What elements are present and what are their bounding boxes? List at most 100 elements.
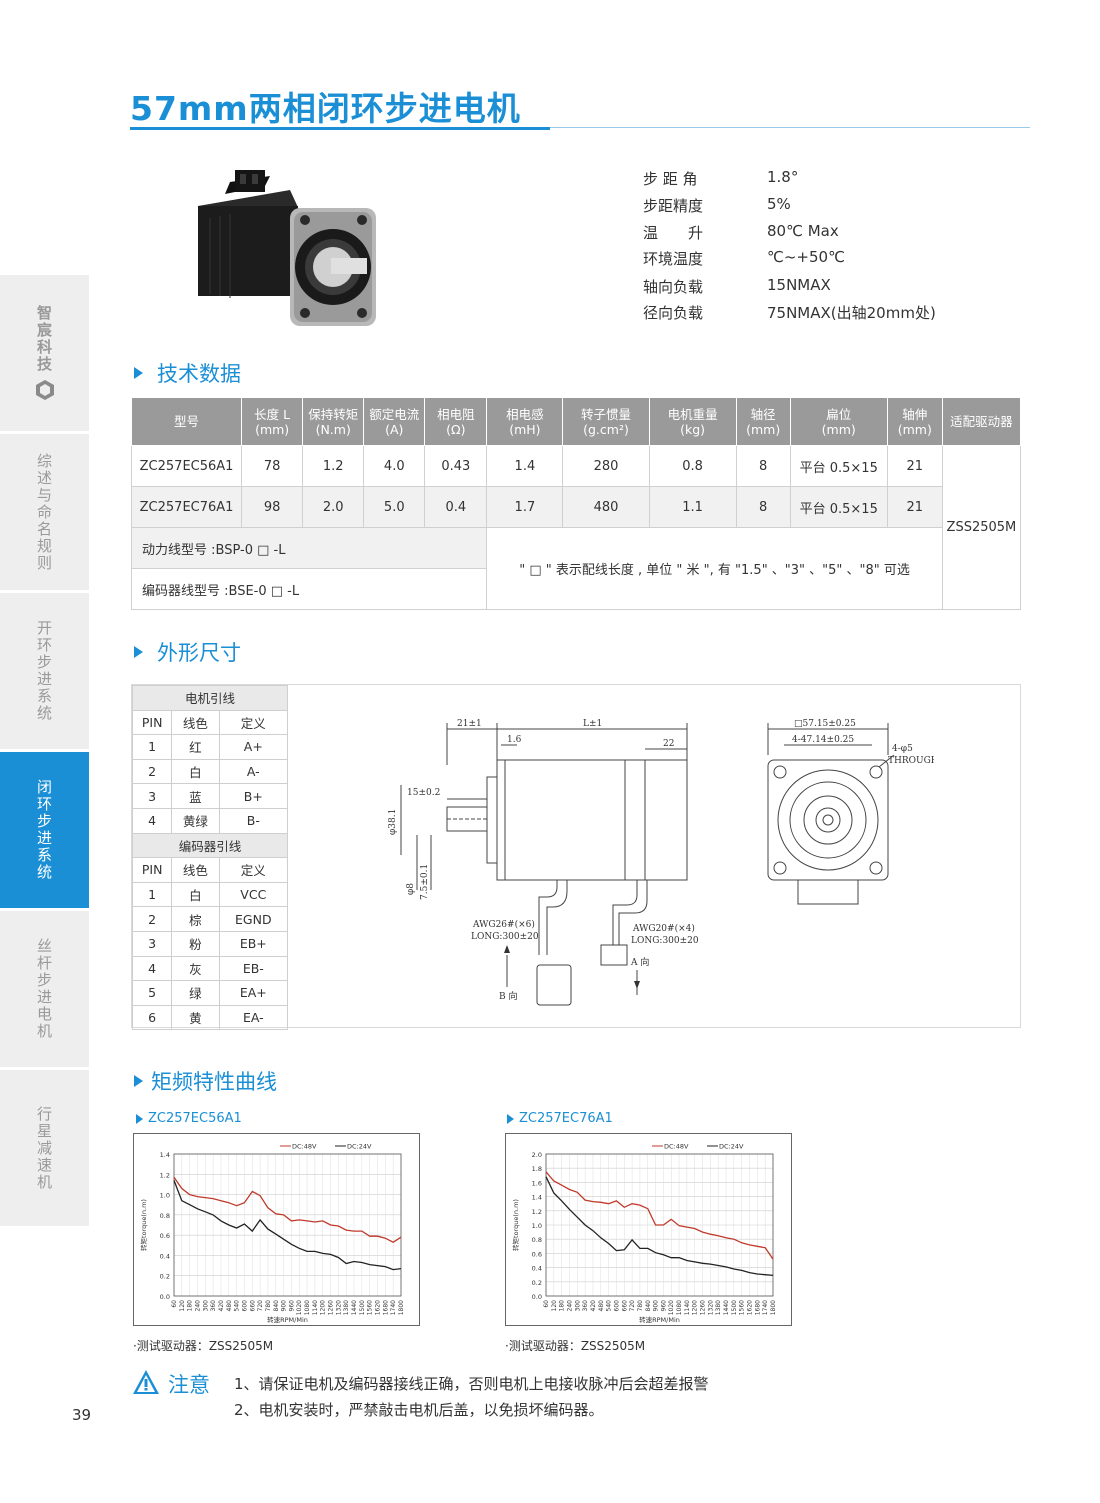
- y-axis-label: 转矩torque(n.m): [511, 1199, 520, 1251]
- y-tick-label: 1.2: [532, 1208, 542, 1216]
- arrow-b-icon: [504, 945, 510, 953]
- chart-2-note: ·测试驱动器：ZSS2505M: [505, 1339, 646, 1353]
- x-tick-label: 540: [606, 1300, 613, 1312]
- svg-text:AWG26#(×6): AWG26#(×6): [472, 919, 535, 930]
- warning-icon: [133, 1370, 159, 1394]
- spec-row: 步 距 角 1.8°: [643, 168, 799, 188]
- svg-text:4-φ5: 4-φ5: [892, 744, 913, 754]
- x-tick-label: 360: [210, 1300, 217, 1312]
- plot-area: [173, 1153, 402, 1297]
- y-tick-label: 1.0: [160, 1192, 170, 1200]
- svg-text:AWG20#(×4): AWG20#(×4): [632, 923, 695, 934]
- x-tick-label: 600: [613, 1300, 620, 1312]
- sidebar-tab-planetary[interactable]: 行星减速机: [0, 1070, 89, 1228]
- triangle-icon: [134, 1075, 143, 1087]
- motor-image: [198, 170, 376, 326]
- svg-text:THROUGH: THROUGH: [888, 756, 934, 766]
- y-tick-label: 1.4: [160, 1151, 170, 1159]
- y-tick-label: 1.0: [532, 1222, 542, 1230]
- svg-text:L±1: L±1: [583, 719, 602, 729]
- x-tick-label: 900: [281, 1300, 288, 1312]
- x-tick-label: 420: [218, 1300, 225, 1312]
- col-header: 轴伸(mm): [886, 397, 943, 446]
- col-header: 电机重量(kg): [648, 397, 737, 446]
- tech-data-table: 型号 长度 L(mm) 保持转矩(N.m) 额定电流(A) 相电阻(Ω) 相电感…: [130, 397, 1022, 610]
- section-curves: 矩频特性曲线: [134, 1066, 277, 1096]
- legend-label: DC:48V: [664, 1143, 689, 1151]
- x-tick-label: 960: [288, 1300, 295, 1312]
- y-tick-label: 0.4: [532, 1265, 542, 1273]
- x-tick-label: 960: [660, 1300, 667, 1312]
- x-tick-label: 1560: [367, 1300, 374, 1315]
- svg-text:22: 22: [663, 739, 674, 749]
- sidebar: 智宸科技 综述与命名规则 开环步进系统 闭环步进系统 丝杆步进电机 行星减速机: [0, 275, 89, 1230]
- x-tick-label: 360: [582, 1300, 589, 1312]
- svg-text:21±1: 21±1: [457, 719, 482, 729]
- x-tick-label: 240: [194, 1300, 201, 1312]
- power-cable-cell: 动力线型号 :BSP-0 □ -L: [130, 527, 488, 569]
- svg-text:4-47.14±0.25: 4-47.14±0.25: [792, 735, 854, 745]
- svg-text:A 向: A 向: [630, 956, 649, 968]
- x-tick-label: 900: [653, 1300, 660, 1312]
- x-tick-label: 1440: [723, 1300, 730, 1315]
- notice-line: 2、电机安装时，严禁敲击电机后盖，以免损坏编码器。: [234, 1401, 604, 1419]
- legend-label: DC:24V: [347, 1143, 372, 1151]
- x-tick-label: 720: [629, 1300, 636, 1312]
- x-tick-label: 1080: [304, 1300, 311, 1315]
- svg-text:φ38.1: φ38.1: [388, 809, 398, 835]
- logo-icon: [35, 380, 54, 400]
- col-header: 转子惯量(g.cm²): [562, 397, 650, 446]
- x-tick-label: 540: [234, 1300, 241, 1312]
- spec-row: 环境温度 ℃~+50℃: [643, 248, 845, 268]
- col-header: 长度 L(mm): [241, 397, 304, 446]
- col-header: 扁位(mm): [789, 397, 888, 446]
- x-axis-label: 转速RPM/Min: [267, 1315, 308, 1324]
- x-tick-label: 1800: [398, 1300, 405, 1315]
- sidebar-tab-closed-loop[interactable]: 闭环步进系统: [0, 752, 89, 910]
- y-tick-label: 1.6: [532, 1179, 542, 1187]
- section-dimensions: 外形尺寸: [134, 637, 241, 667]
- x-tick-label: 780: [637, 1300, 644, 1312]
- y-tick-label: 1.2: [160, 1171, 170, 1179]
- sidebar-tab-open-loop[interactable]: 开环步进系统: [0, 593, 89, 751]
- svg-text:7.5±0.1: 7.5±0.1: [420, 864, 430, 900]
- spec-row: 轴向负载 15NMAX: [643, 276, 831, 296]
- y-tick-label: 0.8: [160, 1212, 170, 1220]
- driver-cell: ZSS2505M: [941, 445, 1022, 610]
- x-tick-label: 300: [574, 1300, 581, 1312]
- svg-text:15±0.2: 15±0.2: [407, 788, 440, 798]
- chart-1-note: ·测试驱动器：ZSS2505M: [133, 1339, 274, 1353]
- col-header: 轴径(mm): [735, 397, 791, 446]
- svg-text:φ8: φ8: [406, 883, 416, 895]
- x-tick-label: 840: [645, 1300, 652, 1312]
- y-tick-label: 0.2: [532, 1279, 542, 1287]
- cable-note-cell: " □ " 表示配线长度 , 单位 " 米 ", 有 "1.5" 、"3" 、"…: [486, 527, 943, 610]
- series-line: [545, 1176, 774, 1277]
- x-tick-label: 1020: [668, 1300, 675, 1315]
- x-tick-label: 1380: [715, 1300, 722, 1315]
- svg-text:□57.15±0.25: □57.15±0.25: [794, 719, 856, 729]
- x-tick-label: 180: [187, 1300, 194, 1312]
- x-tick-label: 1260: [700, 1300, 707, 1315]
- col-header: 保持转矩(N.m): [302, 397, 365, 446]
- chart-2-heading: ZC257EC76A1: [507, 1111, 613, 1126]
- y-tick-label: 0.6: [532, 1250, 542, 1258]
- x-tick-label: 1680: [382, 1300, 389, 1315]
- col-header: 额定电流(A): [363, 397, 426, 446]
- svg-text:B 向: B 向: [499, 990, 517, 1002]
- y-tick-label: 0.2: [160, 1273, 170, 1281]
- x-tick-label: 480: [226, 1300, 233, 1312]
- x-tick-label: 1140: [684, 1300, 691, 1315]
- y-tick-label: 0.8: [532, 1236, 542, 1244]
- sidebar-tab-lead-screw[interactable]: 丝杆步进电机: [0, 911, 89, 1069]
- sidebar-tab-overview[interactable]: 综述与命名规则: [0, 434, 89, 592]
- x-tick-label: 1320: [707, 1300, 714, 1315]
